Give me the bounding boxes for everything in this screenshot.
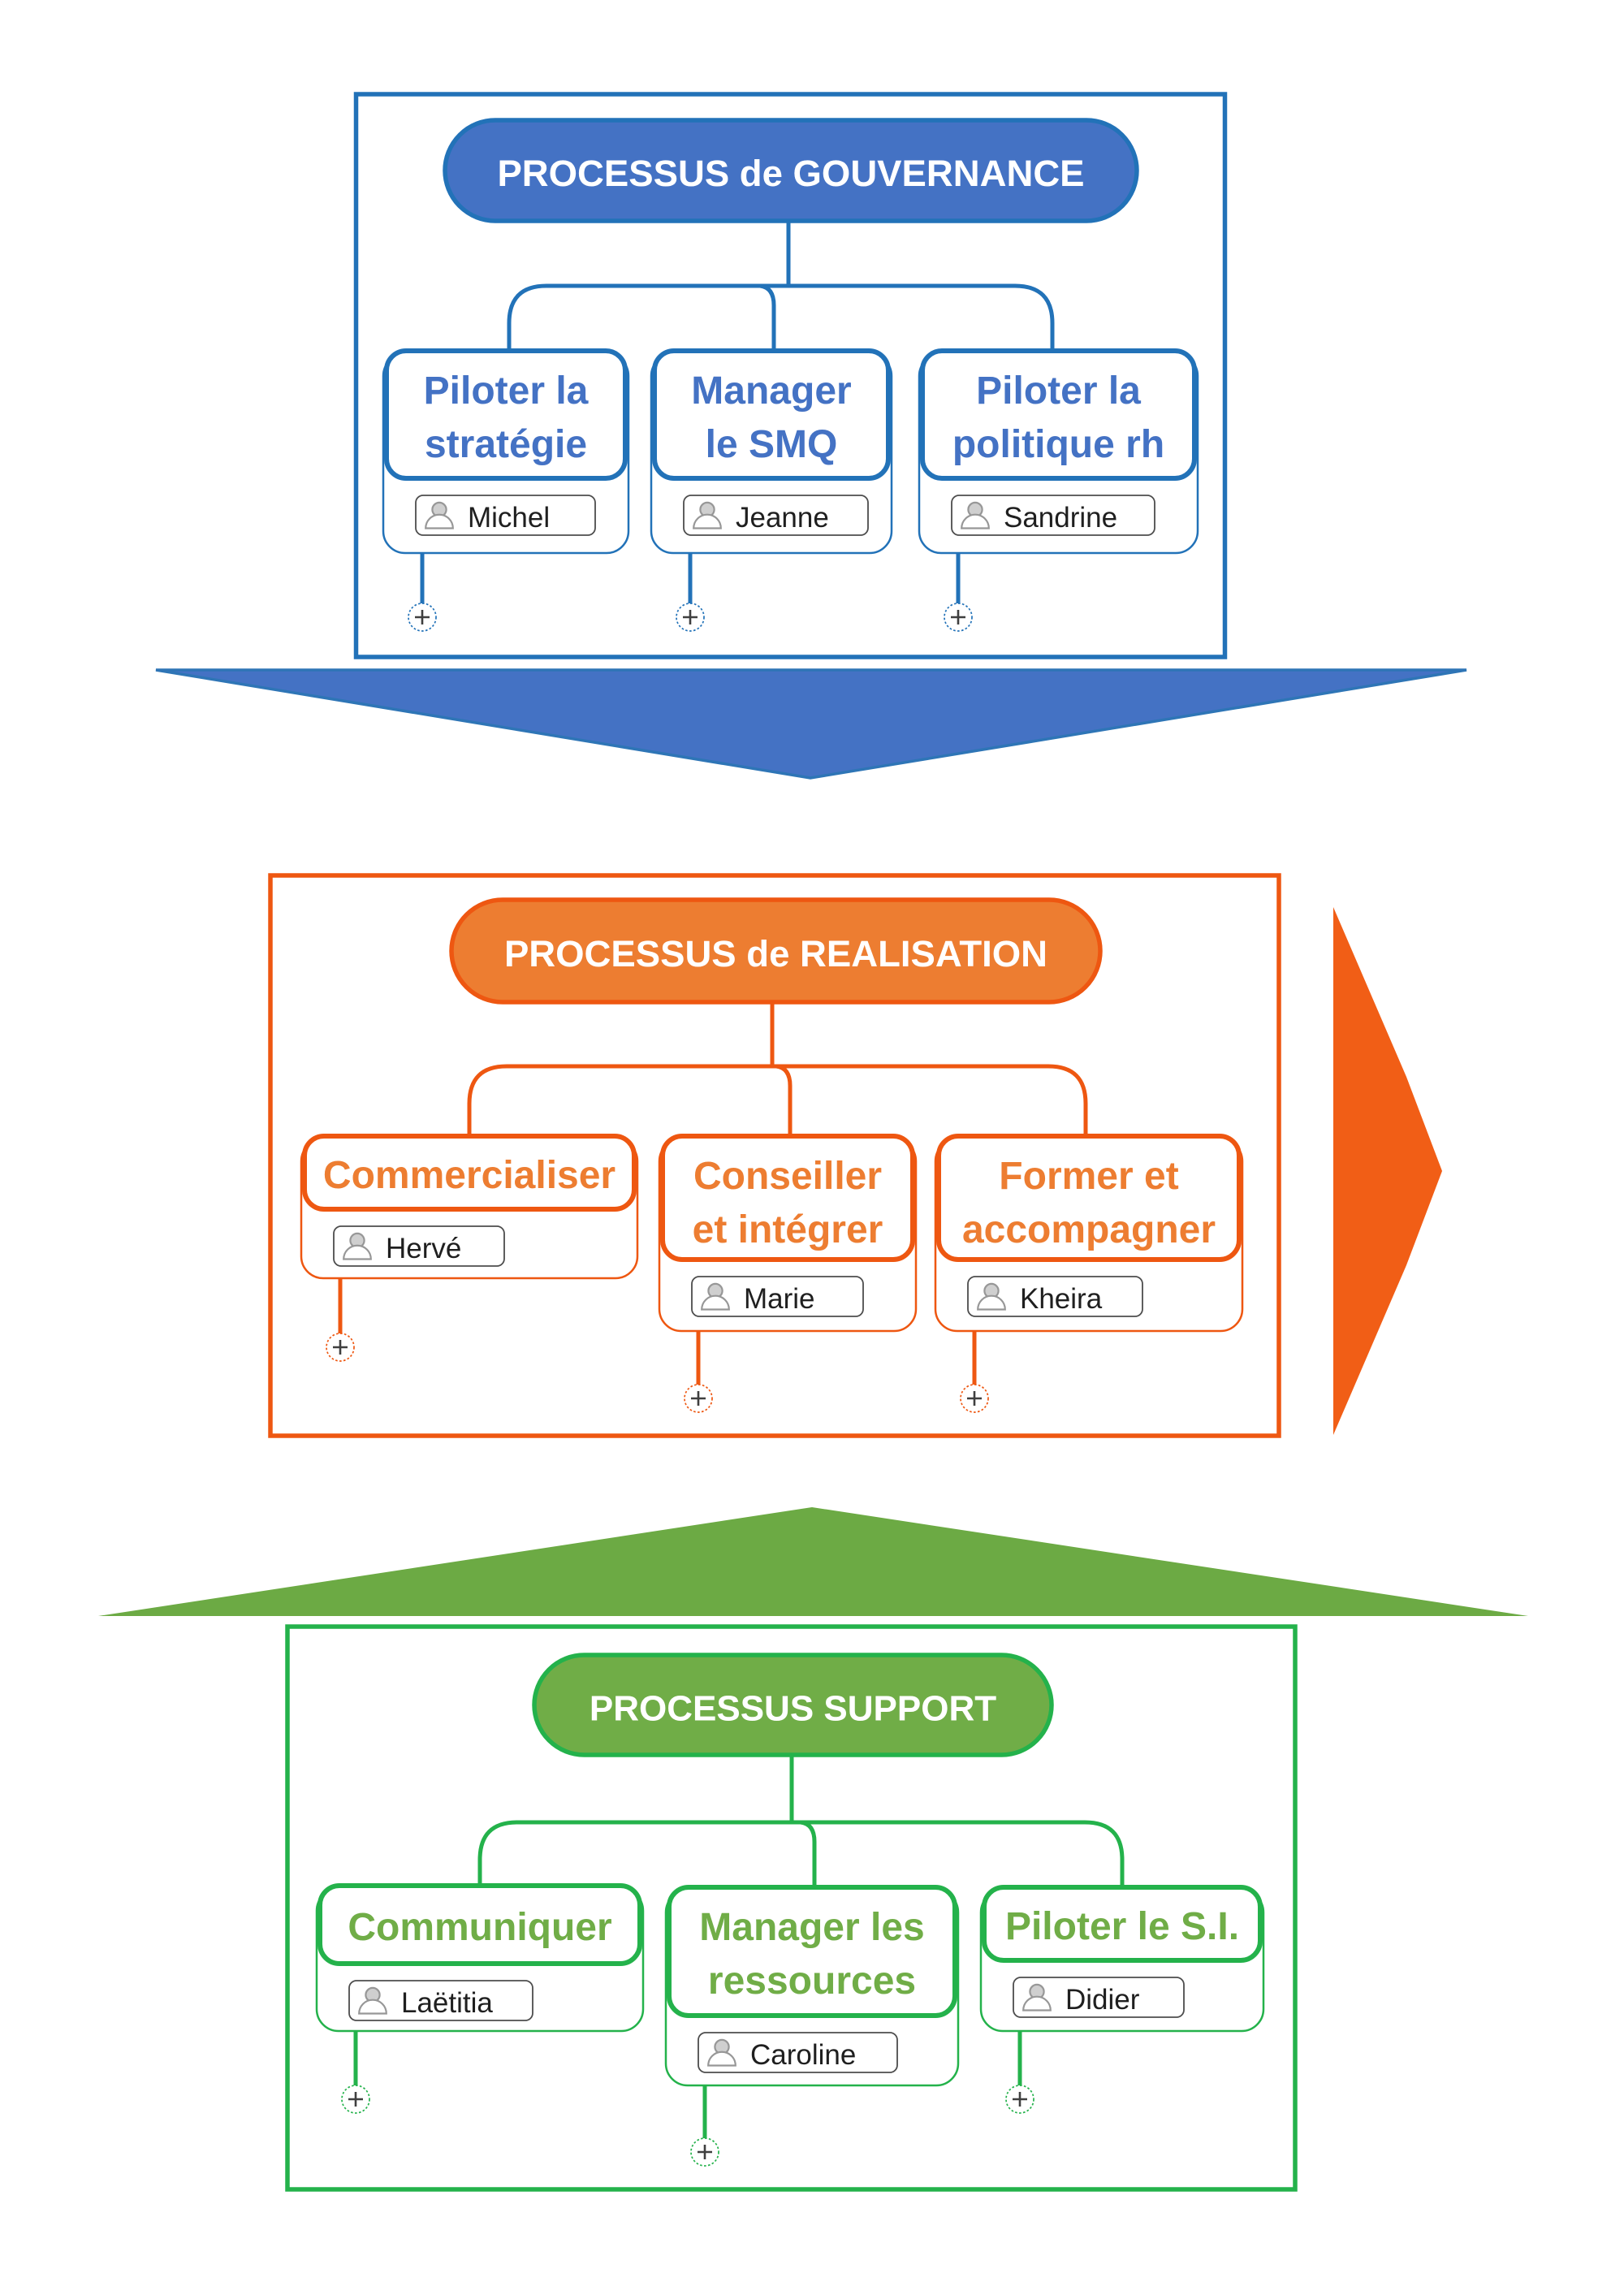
svg-text:Didier: Didier [1065, 1984, 1140, 2016]
svg-text:Caroline: Caroline [750, 2039, 856, 2071]
svg-text:ressources: ressources [708, 1960, 916, 2003]
svg-text:Conseiller: Conseiller [693, 1155, 882, 1198]
svg-text:Former et: Former et [999, 1155, 1178, 1198]
svg-text:politique rh: politique rh [952, 423, 1164, 466]
svg-text:le SMQ: le SMQ [706, 423, 838, 466]
svg-text:Michel: Michel [468, 502, 550, 534]
svg-text:Piloter la: Piloter la [424, 369, 589, 413]
svg-text:stratégie: stratégie [425, 423, 587, 466]
svg-text:PROCESSUS de REALISATION: PROCESSUS de REALISATION [504, 933, 1047, 974]
svg-text:Hervé: Hervé [386, 1233, 461, 1264]
svg-text:Piloter la: Piloter la [976, 369, 1141, 413]
svg-text:Manager les: Manager les [699, 1906, 924, 1949]
svg-text:PROCESSUS de GOUVERNANCE: PROCESSUS de GOUVERNANCE [497, 153, 1084, 194]
svg-text:Marie: Marie [744, 1283, 815, 1315]
svg-text:accompagner: accompagner [962, 1208, 1216, 1251]
svg-text:Jeanne: Jeanne [736, 502, 829, 534]
svg-text:Manager: Manager [691, 369, 851, 413]
svg-text:Laëtitia: Laëtitia [401, 1987, 493, 2019]
svg-text:Kheira: Kheira [1020, 1283, 1103, 1315]
svg-text:Communiquer: Communiquer [348, 1906, 611, 1949]
svg-text:Commercialiser: Commercialiser [323, 1154, 615, 1197]
svg-text:Sandrine: Sandrine [1004, 502, 1117, 534]
svg-text:PROCESSUS SUPPORT: PROCESSUS SUPPORT [590, 1689, 996, 1729]
svg-text:et intégrer: et intégrer [693, 1208, 883, 1251]
svg-text:Piloter le S.I.: Piloter le S.I. [1005, 1905, 1239, 1948]
